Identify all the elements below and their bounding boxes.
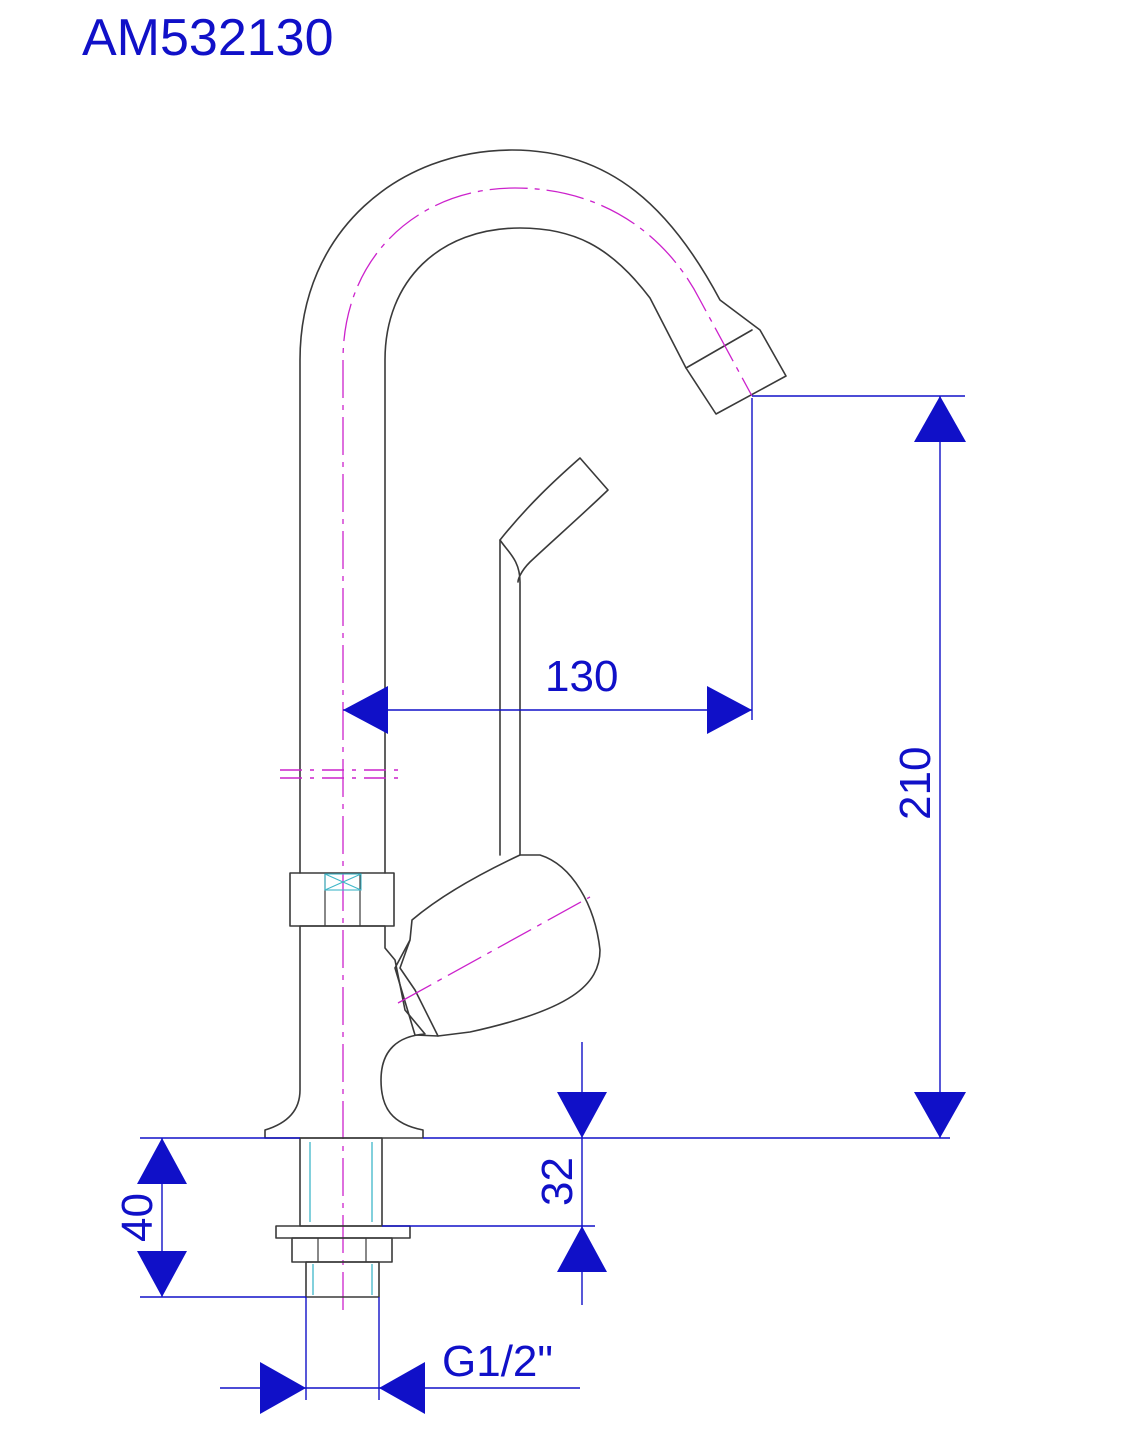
- arrow-up-40: [137, 1138, 187, 1184]
- threaded-shank: [275, 1137, 411, 1298]
- arrow-down-32: [557, 1092, 607, 1138]
- arrow-right-g: [260, 1362, 306, 1414]
- tap-body: [264, 872, 426, 1139]
- arrow-left: [343, 686, 388, 734]
- dimension-shank-length: 40: [113, 1137, 306, 1298]
- shank-label: 40: [113, 1193, 162, 1242]
- dimension-nut-offset: 32: [382, 1042, 607, 1305]
- reach-label: 130: [545, 652, 618, 701]
- arrow-up: [914, 396, 966, 442]
- offset-label: 32: [533, 1157, 582, 1206]
- height-label: 210: [891, 747, 940, 820]
- arrow-down-40: [137, 1251, 187, 1297]
- arrow-right: [707, 686, 752, 734]
- nut: [291, 1237, 393, 1263]
- arrow-up-32: [557, 1226, 607, 1272]
- handle-centerline: [397, 896, 591, 1004]
- lever-handle: [394, 457, 609, 1037]
- dimension-reach: 130: [343, 398, 753, 734]
- spout: [280, 149, 787, 1310]
- dimension-connection: G1/2": [220, 1297, 580, 1414]
- hex-collar: [289, 872, 395, 927]
- dimension-height: 210: [423, 395, 966, 1139]
- drawing-title: AM532130: [82, 9, 334, 67]
- connection-label: G1/2": [442, 1337, 553, 1386]
- spout-centerline: [342, 187, 753, 1310]
- arrow-left-g: [379, 1362, 425, 1414]
- arrow-down: [914, 1092, 966, 1138]
